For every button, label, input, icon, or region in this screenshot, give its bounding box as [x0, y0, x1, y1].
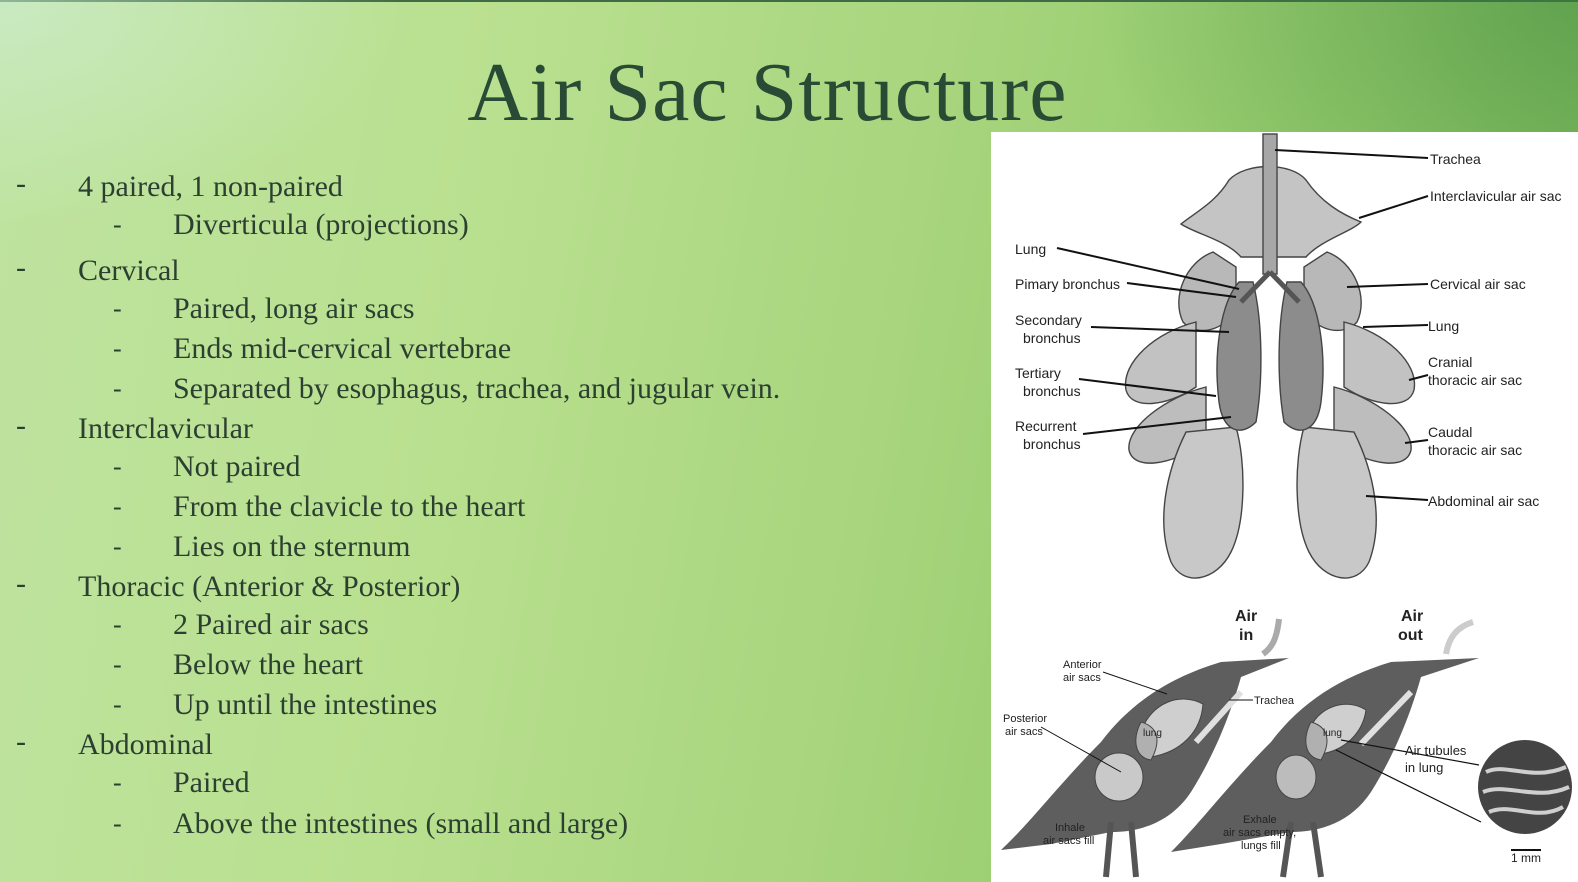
bird-left-posterior-sac: [1094, 752, 1144, 802]
sub-bullet-item: -Above the intestines (small and large): [0, 805, 980, 843]
sub-bullet-item: -Lies on the sternum: [0, 528, 980, 566]
bullet-dash: -: [16, 251, 26, 284]
abdominal-sac-right: [1296, 426, 1377, 579]
leader-lines: [1056, 149, 1429, 501]
sub-bullet-item: -Separated by esophagus, trachea, and ju…: [0, 370, 980, 408]
lung-right: [1278, 281, 1324, 431]
bird-left-legs: [1103, 821, 1139, 878]
scale-label: 1 mm: [1511, 851, 1541, 865]
sub-bullet-item: -Up until the intestines: [0, 686, 980, 724]
sub-bullet-item: -Paired: [0, 764, 980, 802]
label-recurrent: Recurrent: [1015, 418, 1077, 434]
anterior-label: Anterior: [1063, 659, 1102, 671]
label-tertiary-2: bronchus: [1023, 383, 1081, 399]
lung-left: [1216, 281, 1262, 431]
label-secondary: Secondary: [1015, 312, 1082, 328]
bullet-dash: -: [113, 334, 122, 363]
top-border: [0, 0, 1578, 2]
label-tertiary: Tertiary: [1015, 365, 1061, 381]
lung-left-label: lung: [1143, 728, 1162, 739]
bullet-item: -Interclavicular: [16, 409, 253, 445]
label-abdominal: Abdominal air sac: [1428, 493, 1539, 509]
bullet-dash: -: [113, 809, 122, 838]
label-cranial: Cranial: [1428, 354, 1472, 370]
cranial-thoracic-sac-right: [1343, 321, 1416, 405]
labels-right: Trachea Interclavicular air sac Cervical…: [1428, 151, 1562, 509]
bullet-dash: -: [113, 374, 122, 403]
arrow-out-icon: [1443, 619, 1475, 655]
tubules-label: Air tubules: [1405, 743, 1467, 758]
bird-right-legs: [1280, 821, 1324, 878]
label-cranial-2: thoracic air sac: [1428, 372, 1522, 388]
bird-labels: Air in Air out Anterior air sacs Posteri…: [1003, 608, 1541, 865]
bullet-dash: -: [113, 690, 122, 719]
abdominal-sac-left: [1163, 426, 1244, 579]
sub-bullet-item: -Paired, long air sacs: [0, 290, 980, 328]
air-in-label-2: in: [1239, 627, 1253, 644]
sub-bullet-item: -Below the heart: [0, 646, 980, 684]
label-primary-bronchus: Pimary bronchus: [1015, 276, 1120, 292]
bird-right-trachea: [1358, 689, 1414, 747]
bullet-dash: -: [16, 725, 26, 758]
label-caudal-2: thoracic air sac: [1428, 442, 1522, 458]
label-lung-right: Lung: [1428, 318, 1459, 334]
label-trachea: Trachea: [1430, 151, 1481, 167]
bird-right-body: [1171, 658, 1479, 852]
label-lung-left: Lung: [1015, 241, 1046, 257]
arrow-in-icon: [1261, 618, 1282, 657]
bronchi: [1239, 270, 1301, 304]
air-sac-diagram: Trachea Interclavicular air sac Cervical…: [1001, 133, 1572, 878]
lung-right-label: lung: [1323, 728, 1342, 739]
bird-right-lung: [1305, 721, 1328, 761]
tubules-label-2: in lung: [1405, 760, 1443, 775]
bullet-item: -Abdominal: [16, 725, 213, 761]
sub-bullet-item: -From the clavicle to the heart: [0, 488, 980, 526]
exhale-label: Exhale: [1243, 814, 1277, 826]
sub-bullet-item: -2 Paired air sacs: [0, 606, 980, 644]
inhale-label: Inhale: [1055, 822, 1085, 834]
anatomy-diagram: [1124, 133, 1416, 579]
exhale-label-2: air sacs empty,: [1223, 827, 1296, 839]
inhale-label-2: air sacs fill: [1043, 835, 1094, 847]
air-out-label: Air: [1401, 608, 1423, 625]
bird-diagram: [1001, 618, 1572, 878]
labels-left: Lung Pimary bronchus Secondary bronchus …: [1015, 241, 1120, 452]
sub-bullet-item: -Not paired: [0, 448, 980, 486]
bullet-item: -4 paired, 1 non-paired: [16, 167, 343, 203]
label-secondary-2: bronchus: [1023, 330, 1081, 346]
anterior-label-2: air sacs: [1063, 672, 1101, 684]
label-cervical: Cervical air sac: [1430, 276, 1526, 292]
trachea-label: Trachea: [1254, 695, 1295, 707]
label-recurrent-2: bronchus: [1023, 436, 1081, 452]
bullet-dash: -: [16, 567, 26, 600]
bullet-dash: -: [16, 409, 26, 442]
sub-bullet-item: -Ends mid-cervical vertebrae: [0, 330, 980, 368]
bullet-dash: -: [113, 210, 122, 239]
bullet-dash: -: [113, 532, 122, 561]
exhale-label-3: lungs fill: [1241, 840, 1281, 852]
bird-right-posterior-sac: [1275, 754, 1317, 800]
bullet-dash: -: [113, 452, 122, 481]
air-out-label-2: out: [1398, 627, 1424, 644]
bullet-dash: -: [16, 167, 26, 200]
posterior-label: Posterior: [1003, 713, 1047, 725]
tubules-magnified: [1478, 740, 1572, 834]
slide-title: Air Sac Structure: [467, 46, 1068, 139]
bullet-dash: -: [113, 768, 122, 797]
bullet-dash: -: [113, 492, 122, 521]
posterior-label-2: air sacs: [1005, 726, 1043, 738]
air-in-label: Air: [1235, 608, 1257, 625]
label-caudal: Caudal: [1428, 424, 1472, 440]
bullet-list: -4 paired, 1 non-paired -Diverticula (pr…: [0, 167, 980, 843]
bullet-item: -Thoracic (Anterior & Posterior): [16, 567, 461, 603]
sub-bullet-item: -Diverticula (projections): [0, 206, 980, 244]
air-sac-figure: Trachea Interclavicular air sac Cervical…: [991, 132, 1578, 882]
bullet-item: -Cervical: [16, 251, 180, 287]
bird-left-lung: [1135, 721, 1158, 761]
label-interclavicular: Interclavicular air sac: [1430, 188, 1562, 204]
trachea: [1262, 133, 1278, 275]
bullet-dash: -: [113, 294, 122, 323]
bullet-dash: -: [113, 610, 122, 639]
bullet-dash: -: [113, 650, 122, 679]
